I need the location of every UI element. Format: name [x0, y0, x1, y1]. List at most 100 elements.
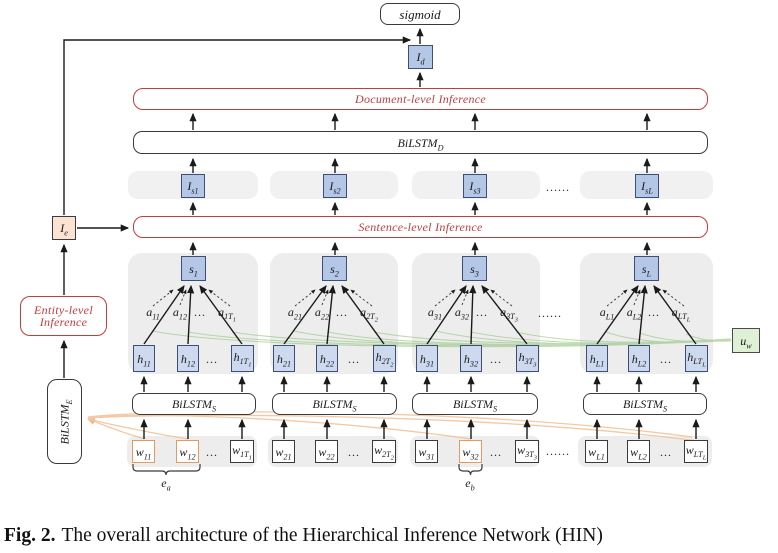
entity-b-label: eb [454, 474, 486, 492]
hL2-label: hL2 [631, 351, 647, 368]
isL-label: IsL [641, 179, 653, 196]
w12-label: w12 [179, 444, 196, 461]
h21-label: h21 [276, 351, 292, 368]
h3T-box: h3T3 [516, 345, 539, 372]
h3T-label: h3T3 [518, 349, 537, 369]
s1-vector-box: s1 [181, 256, 206, 281]
isL-vector-box: IsL [635, 174, 659, 198]
a22-label: a22 [314, 305, 330, 322]
a1T-label: a1T1 [218, 305, 236, 325]
is2-vector-box: Is2 [323, 174, 347, 198]
uw-label: uw [740, 333, 752, 350]
ellipsis-w-1: ... [206, 445, 218, 459]
wL1-label: wL1 [588, 444, 605, 461]
w22-label: w22 [318, 444, 335, 461]
h32-label: h32 [463, 351, 479, 368]
is1-vector-box: Is1 [181, 174, 205, 198]
bilstm-s-box-3: BiLSTMS [412, 393, 538, 415]
w11-entity-word-box: w11 [132, 440, 155, 463]
ellipsis-w-4: ... [660, 445, 672, 459]
sentence-level-inference-label: Sentence-level Inference [358, 220, 483, 234]
w1T-word-box: w1T1 [230, 440, 254, 463]
w11-label: w11 [135, 444, 152, 461]
hL1-box: hL1 [586, 345, 608, 372]
sL-label: sL [641, 261, 652, 278]
wLT-word-box: wLTL [684, 440, 708, 463]
s1-label: s1 [189, 261, 198, 278]
hL1-label: hL1 [589, 351, 605, 368]
ellipsis-h-3: ... [490, 352, 502, 366]
s3-vector-box: s3 [462, 256, 487, 281]
is3-label: Is3 [469, 179, 481, 196]
h22-label: h22 [319, 351, 335, 368]
entity-inference-vector-box: Ie [52, 216, 76, 240]
ellipsis-w-3: ... [490, 445, 502, 459]
w22-word-box: w22 [315, 440, 338, 463]
attention-weight-label: a3T3 [487, 303, 531, 325]
ellipsis-w-between: ...... [546, 444, 570, 458]
s2-label: s2 [330, 261, 339, 278]
w32-label: w32 [462, 444, 479, 461]
h21-box: h21 [273, 345, 295, 372]
h12-label: h12 [180, 351, 196, 368]
bilstm-s-box-4: BiLSTMS [583, 393, 707, 415]
ellipsis-h-1: ... [206, 352, 218, 366]
w21-label: w21 [275, 444, 292, 461]
h1T-box: h1T1 [231, 345, 254, 372]
document-level-inference-label: Document-level Inference [354, 92, 487, 106]
s3-label: s3 [470, 261, 479, 278]
entity-level-inference-box: Entity-level Inference [20, 296, 107, 336]
entity-a-label: ea [150, 474, 182, 492]
attention-weight-label: aLTL [659, 303, 703, 324]
hLT-box: hLTL [685, 345, 708, 372]
a12-label: a12 [172, 305, 188, 322]
h32-box: h32 [460, 345, 482, 372]
h22-box: h22 [316, 345, 338, 372]
h11-label: h11 [137, 351, 151, 368]
a32-label: a32 [454, 305, 470, 322]
document-inference-vector-box: Id [408, 45, 433, 69]
uw-context-vector-box: uw [732, 328, 760, 353]
ellipsis-s-row: ...... [538, 306, 562, 320]
bilstm-s-label: BiLSTMS [171, 397, 217, 414]
document-level-inference-box: Document-level Inference [133, 88, 708, 110]
wL2-word-box: wL2 [627, 440, 650, 463]
w31-word-box: w31 [415, 440, 438, 463]
w21-word-box: w21 [272, 440, 295, 463]
bilstm-s-label: BiLSTMS [452, 397, 498, 414]
ellipsis-h-4: ... [660, 352, 672, 366]
h2T-label: h2T2 [375, 349, 394, 369]
w2T-label: w2T2 [374, 442, 394, 462]
w31-label: w31 [418, 444, 435, 461]
w32-entity-word-box: w32 [459, 440, 482, 463]
hL2-box: hL2 [628, 345, 650, 372]
a2T-label: a2T2 [360, 305, 378, 325]
w3T-label: w3T3 [517, 442, 537, 462]
eb-label: eb [465, 476, 475, 493]
bilstm-s-box-1: BiLSTMS [132, 393, 256, 415]
entity-level-inference-label-1: Entity-level [34, 303, 93, 317]
h12-box: h12 [177, 345, 199, 372]
is1-label: Is1 [187, 179, 199, 196]
sentence-level-inference-box: Sentence-level Inference [133, 216, 708, 238]
w2T-word-box: w2T2 [372, 440, 396, 463]
attention-weight-label: a2T2 [347, 303, 391, 325]
sL-vector-box: sL [634, 256, 659, 281]
w3T-word-box: w3T3 [515, 440, 539, 463]
s2-vector-box: s2 [322, 256, 347, 281]
bilstm-s-label: BiLSTMS [312, 397, 357, 414]
bilstm-s-box-2: BiLSTMS [272, 393, 397, 415]
a3T-label: a3T3 [500, 305, 518, 325]
wL2-label: wL2 [630, 444, 647, 461]
w1T-label: w1T1 [232, 442, 252, 462]
bilstm-d-label: BiLSTMD [397, 135, 444, 152]
ie-label: Ie [60, 221, 68, 238]
figure-caption-text: The overall architecture of the Hierarch… [61, 525, 603, 546]
aL2-label: aL2 [626, 305, 642, 322]
entity-level-inference-label-2: Inference [39, 315, 88, 329]
ea-label: ea [161, 476, 171, 493]
figure-caption-tag: Fig. 2. [4, 525, 56, 546]
w12-entity-word-box: w12 [176, 440, 199, 463]
is2-label: Is2 [329, 179, 341, 196]
